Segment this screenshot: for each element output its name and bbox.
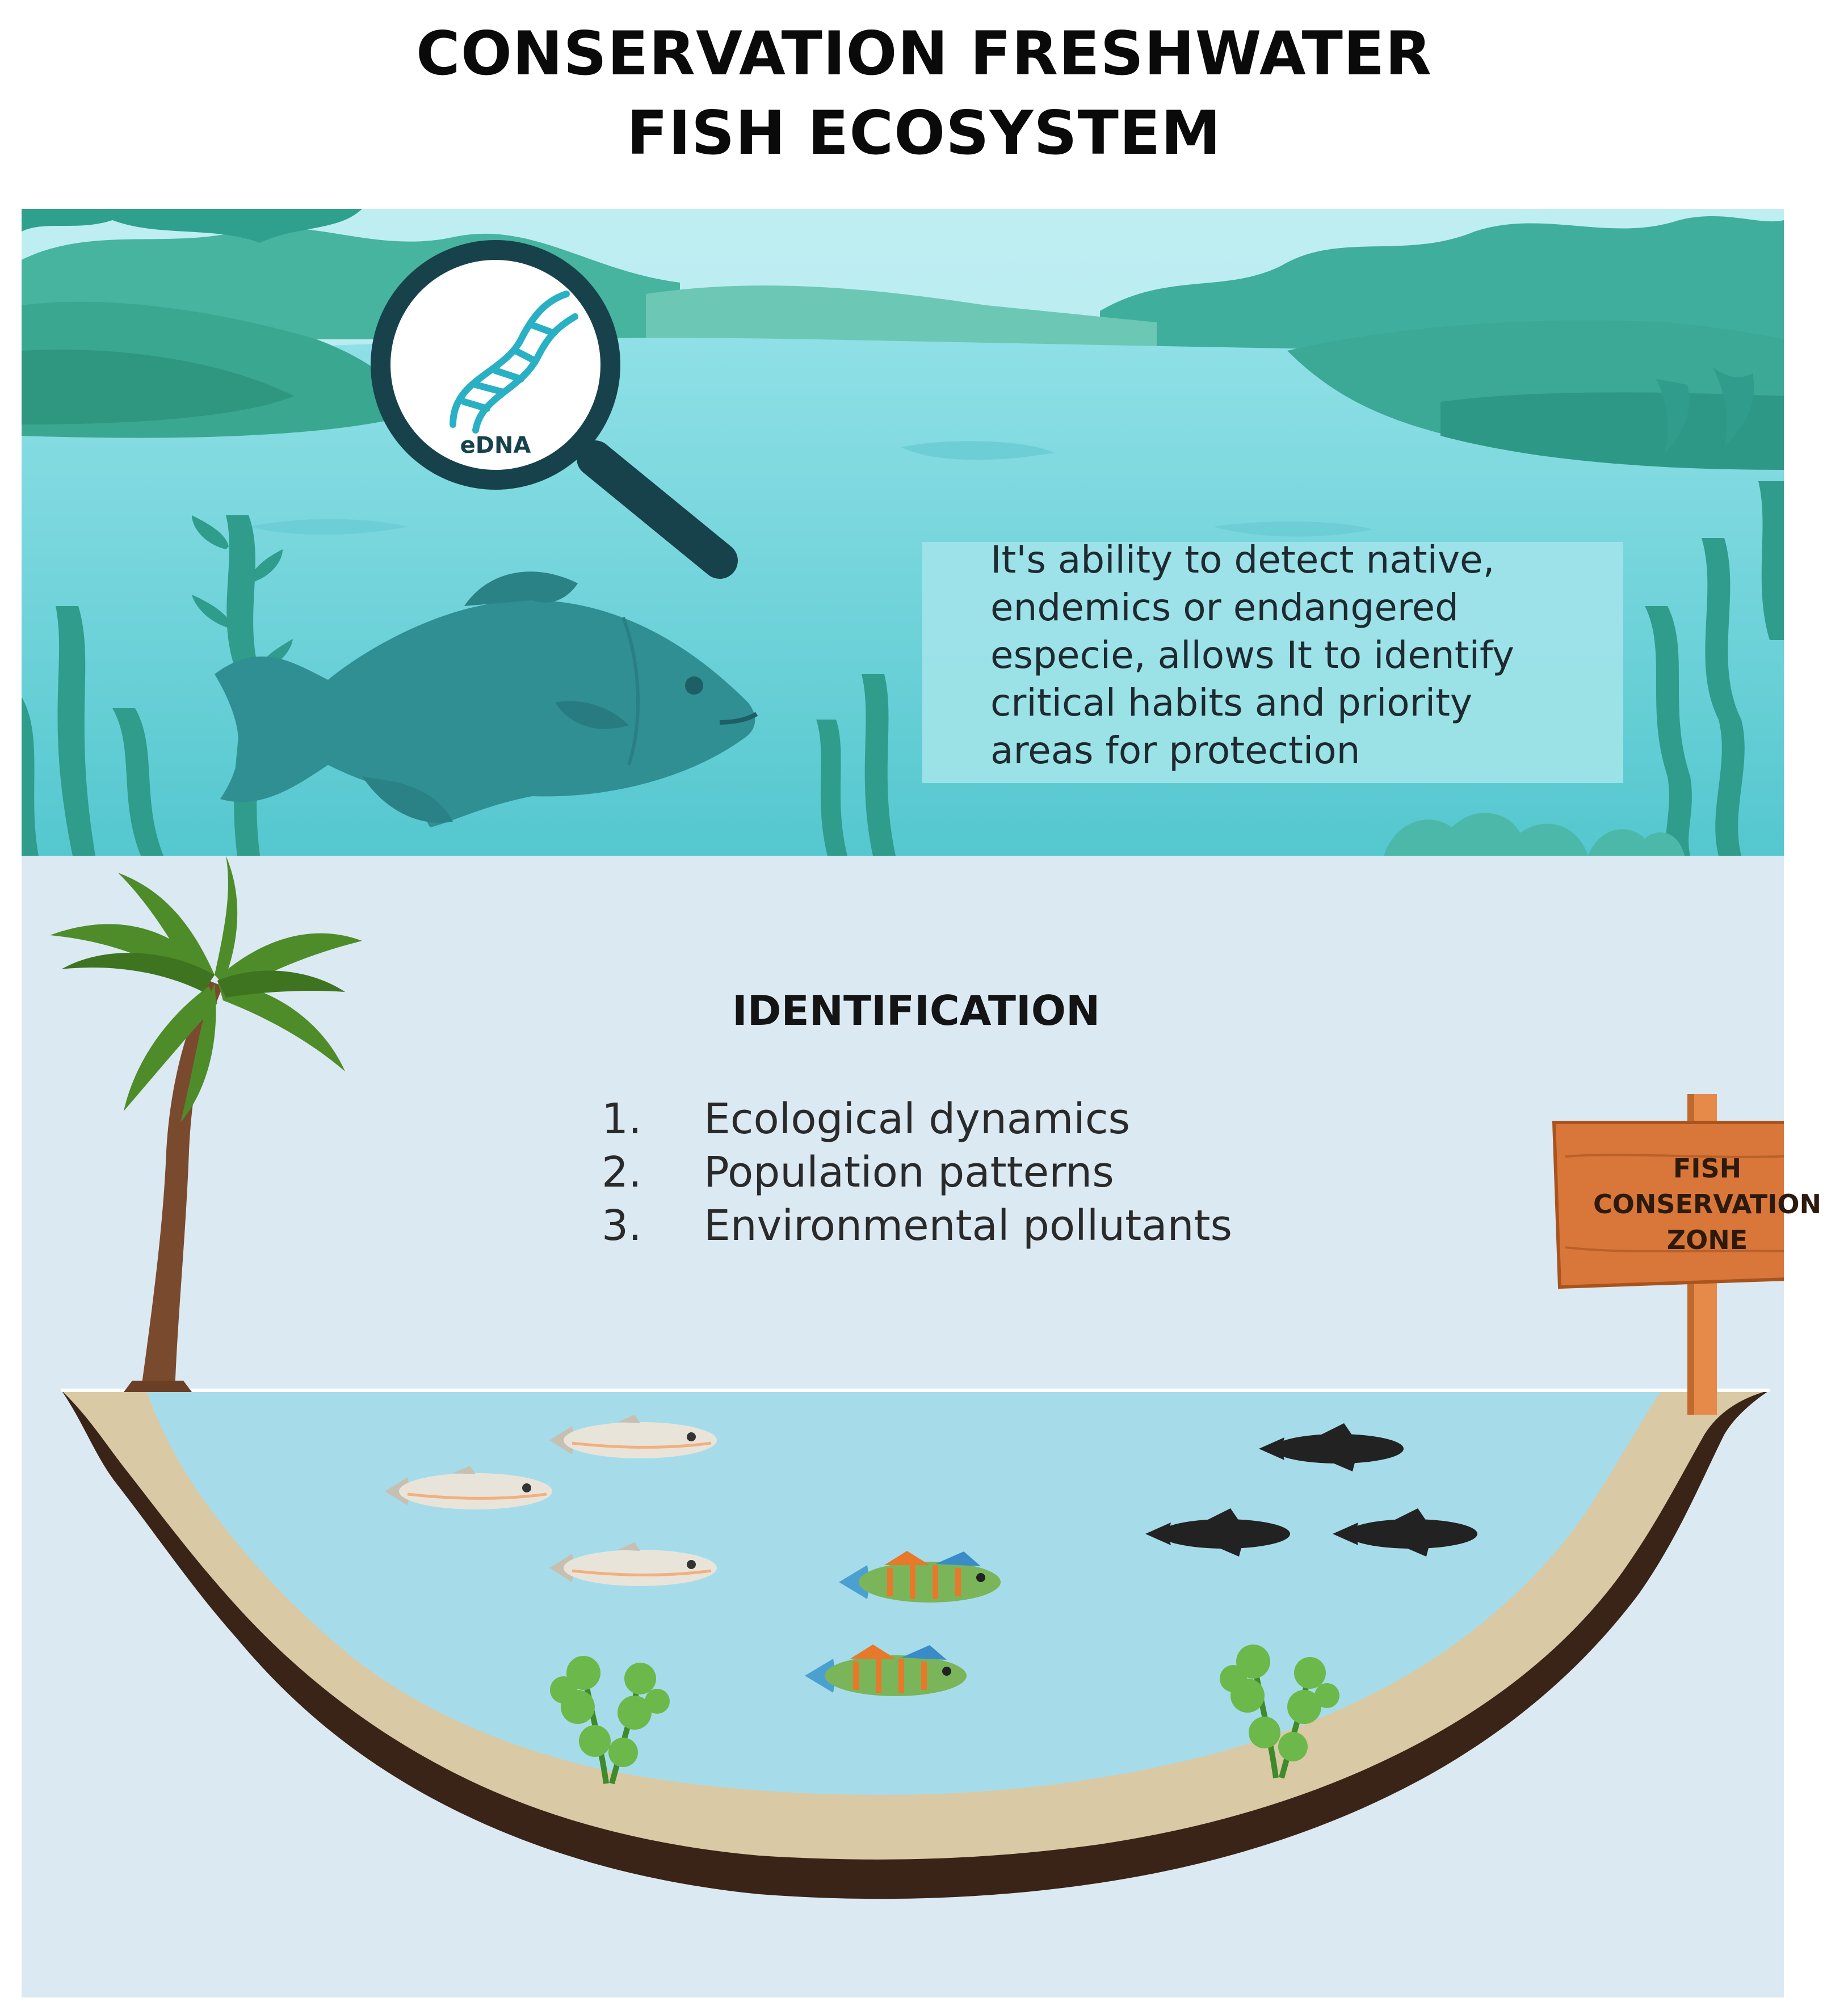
edna-description-line: critical habits and priority [990,681,1473,725]
hill-left-shadow [22,350,294,424]
edna-description-line: endemics or endangered [990,586,1459,629]
sign-label-line: FISH [1673,1153,1742,1184]
tree-canopy-left [22,209,362,243]
list-item-number: 2. [602,1148,642,1197]
edna-description-line: especie, allows It to identify [990,633,1515,677]
reef-shape [1588,829,1685,856]
edna-label: eDNA [460,432,531,459]
fish-icon [805,1645,967,1696]
reef-shape [1384,813,1588,856]
edna-description-line: areas for protection [990,729,1360,772]
dna-icon [450,291,578,434]
sign-label-line: ZONE [1666,1225,1748,1255]
fish-icon [839,1551,1001,1603]
fish-icon [1145,1508,1290,1557]
title-line-1: CONSERVATION FRESHWATER [416,19,1432,89]
aquatic-plant-icon [550,1656,670,1785]
list-item-label: Ecological dynamics [704,1095,1131,1143]
aquatic-plant-icon [1220,1645,1339,1779]
title-line-2: FISH ECOSYSTEM [627,98,1221,168]
fish-icon [215,571,758,827]
pond-scene [50,856,1784,1899]
sign-label-line: CONSERVATION [1593,1189,1821,1219]
list-item-label: Environmental pollutants [704,1201,1233,1250]
fish-icon [1333,1508,1477,1557]
edna-description: It's ability to detect native, endemics … [990,536,1615,775]
fish-icon [549,1542,717,1586]
identification-heading: IDENTIFICATION [732,987,1101,1034]
signpost-icon [1552,1094,1784,1415]
water-ripple [249,519,408,535]
seaweed-right [816,368,1784,856]
fish-icon [549,1415,717,1458]
water-ripple [1213,521,1372,537]
fish-icon [1259,1423,1404,1471]
list-item-label: Population patterns [704,1148,1114,1197]
water-ripple [901,441,1055,460]
list-item-number: 1. [602,1095,642,1143]
palm-tree-icon [50,856,362,1392]
pond-cross-section-panel [22,856,1784,1997]
sign-label: FISH CONSERVATION ZONE [1554,1151,1848,1258]
edna-description-box [922,542,1623,783]
hill-right-shadow [1440,392,1784,470]
fish-icon [385,1466,552,1509]
edna-description-line: It's ability to detect native, [990,538,1495,582]
magnifier-icon: eDNA [371,240,738,579]
list-item-number: 3. [602,1201,642,1250]
